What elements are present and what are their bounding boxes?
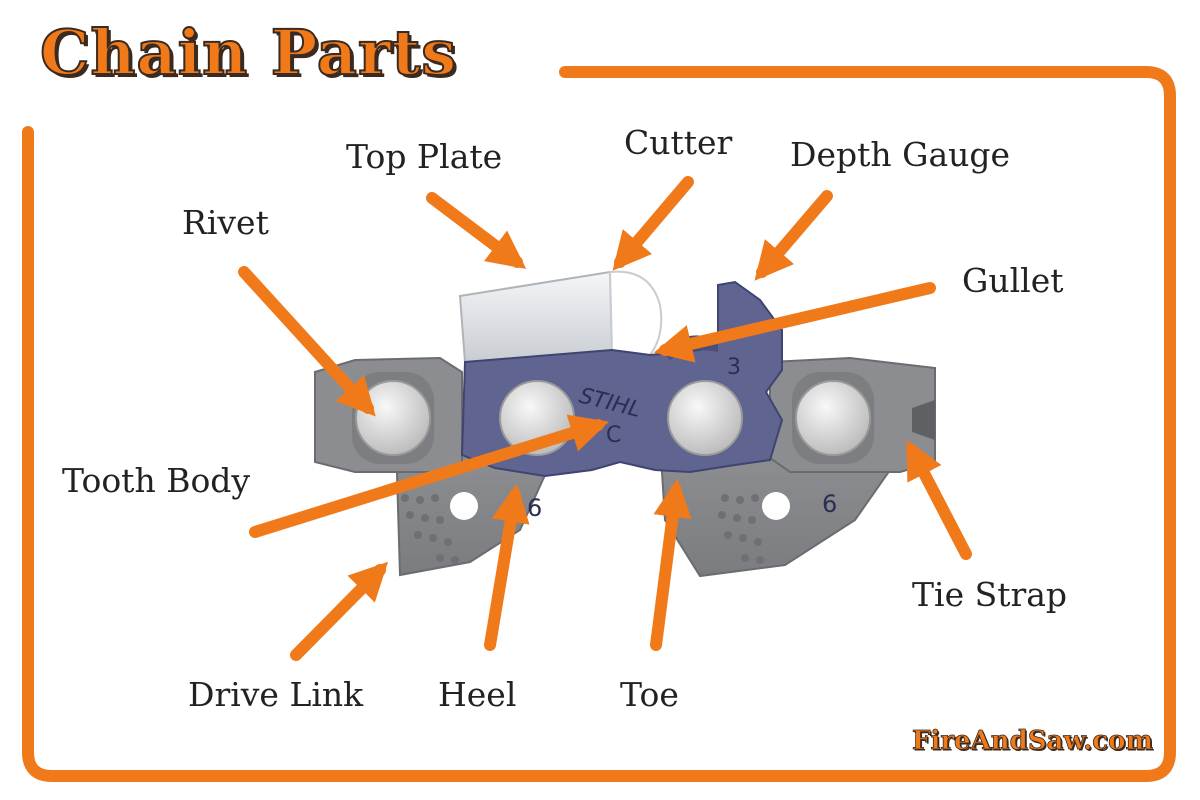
drive-number-right: 6 [822, 490, 837, 518]
letter-marking: C [606, 423, 621, 448]
arrow-drive-link [290, 561, 389, 661]
label-toe: Toe [620, 675, 679, 714]
arrow-tooth-body [249, 414, 609, 538]
arrow-cutter [612, 176, 694, 271]
arrow-toe [650, 478, 692, 651]
drive-number-left: 6 [527, 494, 542, 522]
arrow-rivet [238, 266, 376, 417]
gauge-number: 3 [727, 355, 741, 380]
label-tie-strap: Tie Strap [912, 575, 1068, 614]
drive-link-dimples [401, 494, 764, 564]
arrow-top-plate [426, 192, 527, 269]
arrow-depth-gauge [754, 190, 833, 281]
site-watermark: FireAndSaw.com [912, 726, 1154, 756]
label-cutter: Cutter [624, 123, 733, 162]
label-heel: Heel [438, 675, 517, 714]
orange-frame [22, 66, 1176, 782]
label-tooth-body: Tooth Body [62, 461, 251, 500]
label-top-plate: Top Plate [346, 137, 503, 176]
top-plate-shape [458, 270, 614, 364]
cutter-edge [608, 270, 663, 357]
arrow-tie-strap [906, 439, 972, 560]
arrow-heel [484, 483, 530, 651]
arrows [238, 176, 972, 661]
page-title: Chain Parts [39, 16, 458, 89]
label-gullet: Gullet [962, 261, 1064, 300]
tie-strap-notch [912, 400, 935, 440]
arrow-gullet [653, 282, 936, 363]
label-drive-link: Drive Link [188, 675, 364, 714]
label-depth-gauge: Depth Gauge [790, 135, 1011, 174]
label-rivet: Rivet [182, 203, 269, 242]
